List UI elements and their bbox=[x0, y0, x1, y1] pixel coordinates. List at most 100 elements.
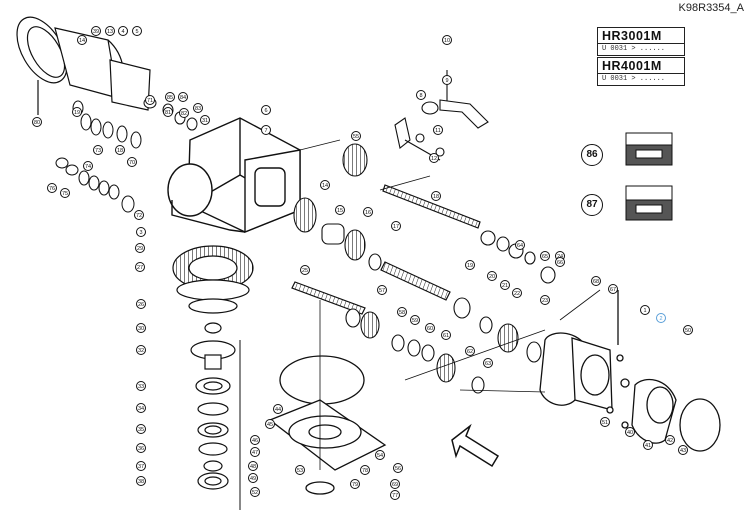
callout-number: 18 bbox=[431, 191, 441, 201]
callout-number: 43 bbox=[678, 445, 688, 455]
model-serial: U 0031 > ...... bbox=[602, 45, 666, 53]
document-id: K98R3354_A bbox=[678, 2, 744, 14]
callout-number: 71 bbox=[145, 95, 155, 105]
callout-number: 9 bbox=[442, 75, 452, 85]
callout-number: 64 bbox=[515, 240, 525, 250]
callout-number: 30 bbox=[136, 323, 146, 333]
model-label-hr3001m: HR3001M U 0031 > ...... bbox=[597, 27, 685, 56]
gearbox-housing bbox=[167, 117, 301, 234]
kit-callout-87: 87 bbox=[581, 194, 603, 216]
callout-number: 55 bbox=[351, 131, 361, 141]
callout-number: 41 bbox=[643, 440, 653, 450]
callout-number: 11 bbox=[433, 125, 443, 135]
callout-number: 75 bbox=[60, 188, 70, 198]
callout-number: 15 bbox=[335, 205, 345, 215]
callout-number: 59 bbox=[410, 315, 420, 325]
callout-number: 83 bbox=[193, 103, 203, 113]
callout-number: 66 bbox=[555, 257, 565, 267]
callout-number: 16 bbox=[363, 207, 373, 217]
callout-number: 63 bbox=[483, 358, 493, 368]
model-label-hr4001m: HR4001M U 0031 > ...... bbox=[597, 57, 685, 86]
callout-number: 14 bbox=[320, 180, 330, 190]
callout-number: 44 bbox=[273, 404, 283, 414]
parts-kit-box-icon-86 bbox=[625, 132, 673, 166]
parts-kit-box-icon-87 bbox=[625, 185, 673, 221]
assembly-direction-arrow-icon bbox=[451, 423, 500, 468]
callout-number: 76 bbox=[47, 183, 57, 193]
callout-number: 74 bbox=[83, 161, 93, 171]
callout-number: 82 bbox=[179, 108, 189, 118]
callout-number: 61 bbox=[441, 330, 451, 340]
callout-number: 46 bbox=[250, 435, 260, 445]
callout-number: 73 bbox=[93, 145, 103, 155]
callout-number: 38 bbox=[136, 476, 146, 486]
bevel-ring-gear bbox=[172, 245, 254, 370]
callout-number: 20 bbox=[487, 271, 497, 281]
callout-number: 32 bbox=[136, 345, 146, 355]
leader-lines bbox=[299, 139, 601, 470]
callout-number: 18 bbox=[115, 145, 125, 155]
callout-number: 79 bbox=[350, 479, 360, 489]
callout-number: 52 bbox=[250, 487, 260, 497]
callout-number: 62 bbox=[465, 346, 475, 356]
callout-number: 26 bbox=[136, 299, 146, 309]
callout-number: 57 bbox=[377, 285, 387, 295]
callout-highlighted: 2 bbox=[656, 313, 666, 323]
callout-number: 60 bbox=[425, 323, 435, 333]
callout-number: 17 bbox=[391, 221, 401, 231]
callout-number: 67 bbox=[608, 284, 618, 294]
model-serial: U 0031 > ...... bbox=[602, 75, 666, 83]
base-plate bbox=[268, 355, 387, 495]
gear-row-lower bbox=[345, 297, 542, 394]
callout-number: 65 bbox=[540, 251, 550, 261]
callout-number: 34 bbox=[136, 403, 146, 413]
callout-number: 72 bbox=[134, 210, 144, 220]
callout-number: 69 bbox=[390, 479, 400, 489]
callout-number: 19 bbox=[465, 260, 475, 270]
callout-number: 56 bbox=[393, 463, 403, 473]
drive-shafts bbox=[291, 184, 481, 315]
callout-number: 21 bbox=[500, 280, 510, 290]
callout-number: 8 bbox=[416, 90, 426, 100]
right-cover-assembly bbox=[539, 290, 721, 452]
callout-number: 45 bbox=[265, 419, 275, 429]
callout-number: 36 bbox=[136, 443, 146, 453]
callout-number: 33 bbox=[136, 381, 146, 391]
bearing-stack bbox=[195, 377, 231, 490]
callout-number: 19 bbox=[72, 107, 82, 117]
callout-number: 47 bbox=[250, 447, 260, 457]
callout-number: 85 bbox=[165, 92, 175, 102]
callout-number: 29 bbox=[135, 243, 145, 253]
callout-number: 39 bbox=[91, 26, 101, 36]
callout-number: 49 bbox=[248, 473, 258, 483]
callout-number: 10 bbox=[442, 35, 452, 45]
callout-number: 35 bbox=[136, 424, 146, 434]
callout-number: 3 bbox=[136, 227, 146, 237]
callout-number: 77 bbox=[390, 490, 400, 500]
callout-number: 7 bbox=[261, 125, 271, 135]
callout-number: 6 bbox=[261, 105, 271, 115]
callout-number: 53 bbox=[295, 465, 305, 475]
shift-fork-assembly bbox=[394, 70, 489, 161]
callout-number: 50 bbox=[683, 325, 693, 335]
callout-number: 27 bbox=[135, 262, 145, 272]
callout-number: 37 bbox=[136, 461, 146, 471]
callout-number: 40 bbox=[625, 427, 635, 437]
callout-number: 81 bbox=[163, 107, 173, 117]
callout-number: 78 bbox=[360, 465, 370, 475]
callout-number: 22 bbox=[512, 288, 522, 298]
callout-number: 25 bbox=[300, 265, 310, 275]
model-name: HR3001M bbox=[598, 28, 684, 44]
callout-number: 54 bbox=[375, 450, 385, 460]
callout-number: 5 bbox=[132, 26, 142, 36]
callout-number: 80 bbox=[32, 117, 42, 127]
callout-number: 58 bbox=[397, 307, 407, 317]
gear-row-upper bbox=[293, 143, 556, 284]
model-name: HR4001M bbox=[598, 58, 684, 74]
callout-number: 13 bbox=[105, 26, 115, 36]
callout-number: 12 bbox=[429, 153, 439, 163]
callout-number: 31 bbox=[200, 115, 210, 125]
callout-number: 48 bbox=[248, 461, 258, 471]
